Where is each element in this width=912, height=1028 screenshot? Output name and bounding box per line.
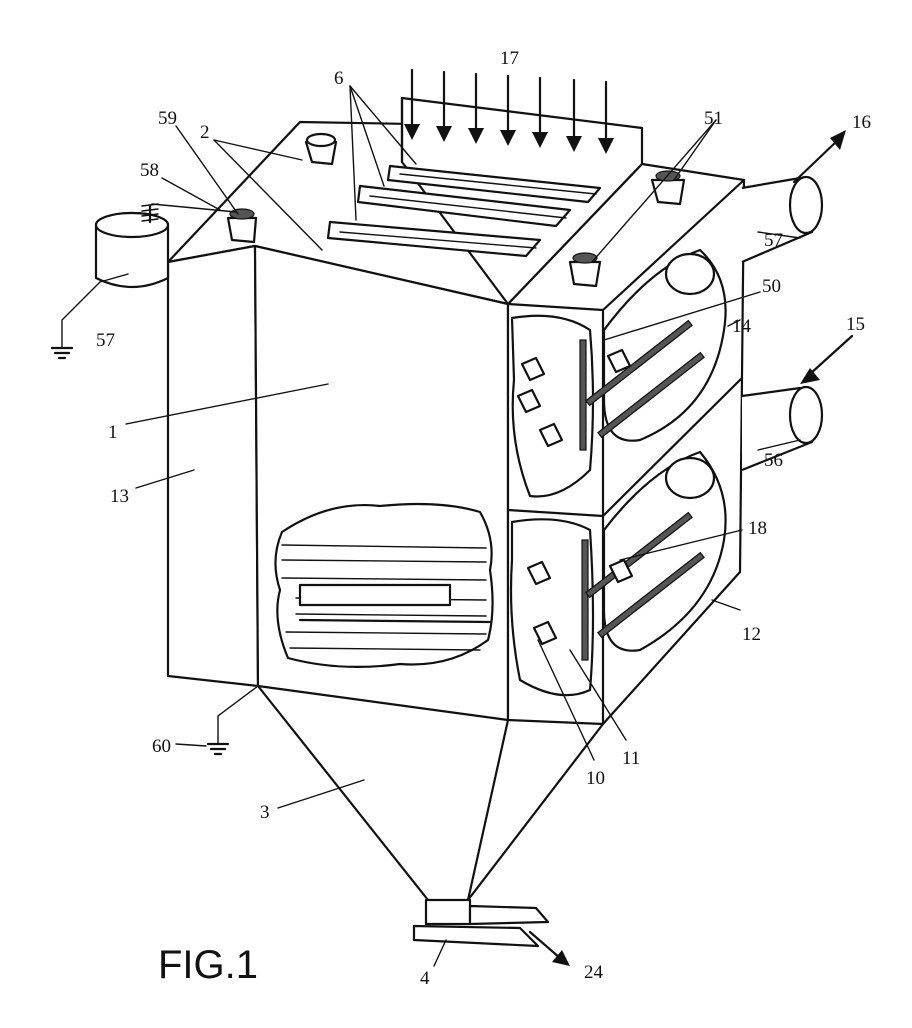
label-51: 51 <box>704 108 723 129</box>
label-56: 56 <box>764 450 783 471</box>
label-60: 60 <box>152 736 171 757</box>
label-24: 24 <box>584 962 604 983</box>
label-16: 16 <box>852 112 871 133</box>
label-13: 13 <box>110 486 129 507</box>
label-15: 15 <box>846 314 865 335</box>
label-17: 17 <box>500 48 519 69</box>
label-57-right: 57 <box>764 230 783 251</box>
label-18: 18 <box>748 518 767 539</box>
label-10: 10 <box>586 768 605 789</box>
label-12: 12 <box>742 624 761 645</box>
arrow-16 <box>794 140 838 182</box>
ground-60 <box>208 686 258 754</box>
arrow-15-head <box>800 368 820 384</box>
side-cylinders <box>742 177 822 470</box>
left-side-panel <box>168 246 258 686</box>
label-58: 58 <box>140 160 159 181</box>
label-50: 50 <box>762 276 781 297</box>
label-57-left: 57 <box>96 330 115 351</box>
arrow-16-head <box>830 130 846 150</box>
label-59: 59 <box>158 108 177 129</box>
label-3: 3 <box>260 802 270 823</box>
figure-caption: FIG.1 <box>158 943 258 987</box>
label-11: 11 <box>622 748 640 769</box>
label-4: 4 <box>420 968 430 989</box>
arrow-15 <box>810 336 852 374</box>
label-6: 6 <box>334 68 344 89</box>
label-1: 1 <box>108 422 118 443</box>
front-cutaway <box>275 504 492 667</box>
label-2: 2 <box>200 122 210 143</box>
label-14: 14 <box>732 316 752 337</box>
